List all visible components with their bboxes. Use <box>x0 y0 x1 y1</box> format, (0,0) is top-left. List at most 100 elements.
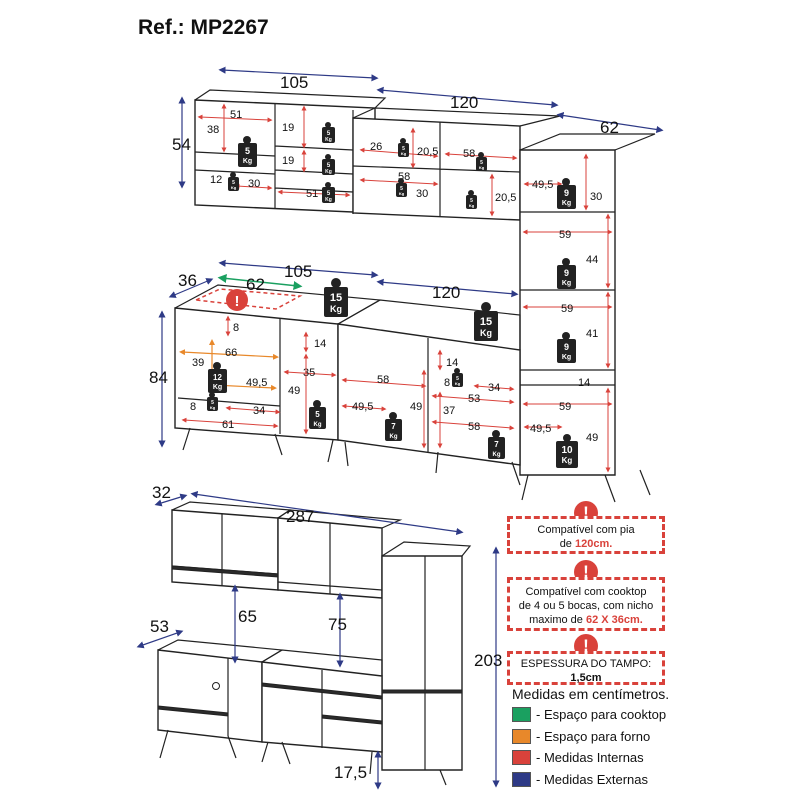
dim-int-44: 44 <box>586 254 598 266</box>
weight-15kg-icon: 15 Kg <box>324 278 348 317</box>
weight-5kg-icon: 5 Kg <box>238 136 257 167</box>
dim-int-26: 26 <box>370 141 382 153</box>
weight-7kg-icon: 7 Kg <box>488 430 505 459</box>
dim-int-41: 41 <box>586 328 598 340</box>
dim-top-120: 120 <box>450 93 478 112</box>
dim-int-12: 12 <box>210 174 222 186</box>
note-countertop-thickness: ESPESSURA DO TAMPO: 1,5cm <box>507 651 665 685</box>
top-external-dims: 105 120 62 54 <box>172 66 664 189</box>
dim-int-20-5a: 20,5 <box>417 146 438 158</box>
dim-mint-35: 35 <box>303 367 315 379</box>
weight-5kg-icon: 5 Kg <box>322 182 335 203</box>
svg-text:5: 5 <box>327 163 331 169</box>
svg-text:7: 7 <box>494 440 499 449</box>
dim-bottom-203: 203 <box>474 651 502 670</box>
weight-5kg-icon: 5 Kg <box>228 172 239 191</box>
svg-text:Kg: Kg <box>493 452 501 458</box>
svg-text:12: 12 <box>213 373 222 382</box>
dim-int-49-5a: 49,5 <box>532 179 553 191</box>
dim-int-49-5b: 49,5 <box>530 423 551 435</box>
legend-swatch <box>512 750 531 766</box>
units-label: Medidas em centímetros. <box>512 686 670 702</box>
weight-9kg-icon: 9 Kg <box>557 332 576 363</box>
note-cooktop: Compatível com cooktop de 4 ou 5 bocas, … <box>507 577 665 631</box>
svg-text:15: 15 <box>330 292 342 304</box>
dim-bottom-287: 287 <box>286 507 314 526</box>
weight-5kg-icon: 5 Kg <box>396 178 407 197</box>
dim-bottom-17-5: 17,5 <box>334 763 367 782</box>
dim-mint-14a: 14 <box>314 338 326 350</box>
weight-5kg-icon: 5 Kg <box>322 122 335 143</box>
dim-mint-49-5a: 49,5 <box>246 377 267 389</box>
dim-int-38: 38 <box>207 124 219 136</box>
dim-mint-61: 61 <box>222 419 234 431</box>
svg-text:Kg: Kg <box>330 304 342 314</box>
dim-int-30c: 30 <box>590 191 602 203</box>
svg-text:Kg: Kg <box>469 203 475 208</box>
svg-text:5: 5 <box>232 180 235 186</box>
weight-10kg-icon: 10 Kg <box>556 434 578 468</box>
dim-mint-53: 53 <box>468 393 480 405</box>
dim-mid-62: 62 <box>246 275 265 294</box>
dim-top-62: 62 <box>600 118 619 137</box>
weight-5kg-icon: 5 Kg <box>207 392 218 411</box>
svg-text:5: 5 <box>245 146 250 156</box>
weight-icons: 5 Kg 5 Kg 5 Kg 5 Kg 5 Kg <box>207 122 578 468</box>
legend-item-external: - Medidas Externas <box>512 769 666 791</box>
svg-text:9: 9 <box>564 268 569 278</box>
svg-text:5: 5 <box>456 376 459 382</box>
legend-swatch <box>512 771 531 787</box>
svg-text:10: 10 <box>561 445 573 456</box>
top-internal-dims: 51 38 19 19 12 30 51 26 20,5 58 58 30 20… <box>197 103 613 473</box>
weight-5kg-icon: 5 Kg <box>322 154 335 175</box>
svg-text:Kg: Kg <box>562 280 571 287</box>
weight-15kg-icon: 15 Kg <box>474 302 498 341</box>
svg-text:15: 15 <box>480 316 492 328</box>
dim-mint-34b: 34 <box>488 382 500 394</box>
svg-text:5: 5 <box>327 191 331 197</box>
svg-text:9: 9 <box>564 188 569 198</box>
dim-int-51a: 51 <box>230 109 242 121</box>
weight-5kg-icon: 5 Kg <box>398 138 409 157</box>
bottom-dims: 32 287 65 75 53 203 17,5 <box>136 483 502 790</box>
dim-top-54: 54 <box>172 135 191 154</box>
dim-int-59b: 59 <box>561 303 573 315</box>
dim-mint-8b: 8 <box>190 401 196 413</box>
svg-text:Kg: Kg <box>213 384 222 391</box>
dim-bottom-32: 32 <box>152 483 171 502</box>
weight-5kg-icon: 5 Kg <box>476 152 487 171</box>
weight-7kg-icon: 7 Kg <box>385 412 402 441</box>
weight-9kg-icon: 9 Kg <box>557 258 576 289</box>
dim-int-59c: 59 <box>559 401 571 413</box>
legend: - Espaço para cooktop - Espaço para forn… <box>512 704 666 790</box>
dim-int-14c: 14 <box>578 377 590 389</box>
svg-text:Kg: Kg <box>314 422 322 428</box>
dim-int-30b: 30 <box>416 188 428 200</box>
dim-mint-34a: 34 <box>253 405 265 417</box>
svg-text:9: 9 <box>564 342 569 352</box>
dim-mid-120: 120 <box>432 283 460 302</box>
dim-bottom-53: 53 <box>150 617 169 636</box>
dim-mint-49b: 49 <box>410 401 422 413</box>
svg-text:5: 5 <box>327 131 331 137</box>
dim-int-20-5b: 20,5 <box>495 192 516 204</box>
dim-int-49: 49 <box>586 432 598 444</box>
dim-int-19a: 19 <box>282 122 294 134</box>
dim-int-19b: 19 <box>282 155 294 167</box>
svg-text:Kg: Kg <box>401 151 407 156</box>
svg-text:5: 5 <box>480 160 483 166</box>
dim-int-30a: 30 <box>248 178 260 190</box>
dim-mid-36: 36 <box>178 271 197 290</box>
dim-top-105: 105 <box>280 73 308 92</box>
dim-bottom-75: 75 <box>328 615 347 634</box>
dim-int-59a: 59 <box>559 229 571 241</box>
note-sink: Compatível com pia de 120cm. <box>507 516 665 554</box>
dim-mint-58a: 58 <box>377 374 389 386</box>
weight-12kg-icon: 12 Kg <box>208 362 227 393</box>
weight-9kg-icon: 9 Kg <box>557 178 576 209</box>
svg-text:5: 5 <box>315 410 320 419</box>
weight-5kg-icon: 5 Kg <box>452 368 463 387</box>
dim-mint-49a: 49 <box>288 385 300 397</box>
